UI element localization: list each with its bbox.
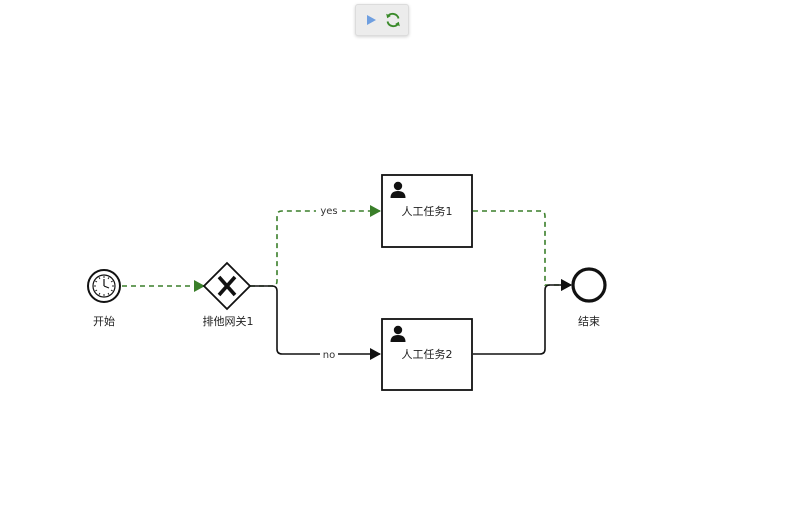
flow-gateway-to-task1[interactable]	[250, 205, 381, 287]
start-event[interactable]	[87, 269, 121, 303]
exclusive-gateway[interactable]	[202, 261, 252, 311]
flow-task1-to-end[interactable]	[473, 210, 572, 291]
play-icon	[367, 15, 376, 25]
refresh-icon	[386, 12, 400, 28]
user-task-1-label: 人工任务1	[402, 205, 453, 218]
gateway-x-icon	[217, 275, 237, 297]
gateway-label: 排他网关1	[203, 314, 254, 328]
user-task-2-label: 人工任务2	[402, 348, 453, 361]
edge-label-no: no	[323, 350, 335, 361]
start-event-label: 开始	[93, 314, 115, 328]
user-task-2[interactable]: 人工任务2	[381, 318, 473, 391]
user-icon	[390, 181, 406, 198]
user-icon	[390, 325, 406, 342]
edge-label-yes: yes	[320, 206, 337, 217]
user-task-1[interactable]: 人工任务1	[381, 174, 473, 248]
edge-label-no-bg	[320, 347, 338, 361]
flow-gateway-to-task2[interactable]	[250, 285, 381, 360]
end-event-label: 结束	[578, 315, 600, 328]
flow-task2-to-end[interactable]	[473, 279, 572, 355]
clock-ticks	[94, 276, 114, 296]
refresh-button[interactable]	[383, 10, 403, 30]
edge-label-yes-bg	[316, 203, 342, 217]
toolbar	[355, 4, 409, 36]
play-button[interactable]	[361, 10, 381, 30]
end-event[interactable]	[571, 267, 607, 303]
